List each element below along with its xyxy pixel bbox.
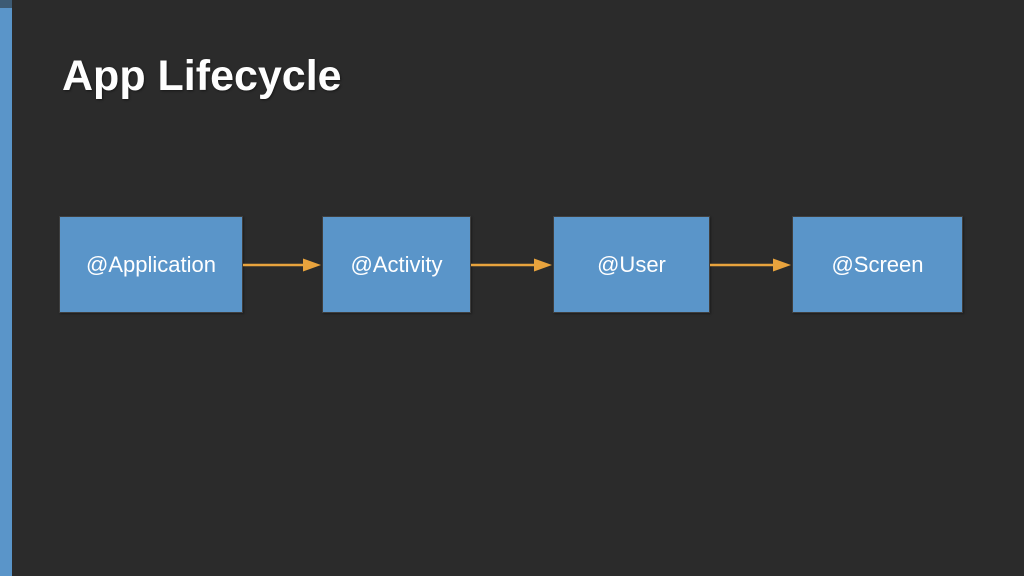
diagram-node-label: @User bbox=[597, 251, 666, 277]
arrow-activity-to-user bbox=[471, 258, 552, 272]
diagram-node-screen[interactable]: @Screen bbox=[792, 216, 963, 313]
left-accent-bar bbox=[0, 8, 12, 576]
diagram-node-label: @Screen bbox=[831, 251, 924, 277]
diagram-node-application[interactable]: @Application bbox=[59, 216, 243, 313]
diagram-node-user[interactable]: @User bbox=[553, 216, 710, 313]
page-title: App Lifecycle bbox=[62, 52, 342, 100]
diagram-node-label: @Application bbox=[86, 251, 216, 277]
diagram-node-activity[interactable]: @Activity bbox=[322, 216, 471, 313]
accent-bar-cap bbox=[0, 0, 12, 8]
arrow-user-to-screen bbox=[710, 258, 791, 272]
diagram-node-label: @Activity bbox=[350, 251, 443, 277]
arrow-application-to-activity bbox=[243, 258, 321, 272]
